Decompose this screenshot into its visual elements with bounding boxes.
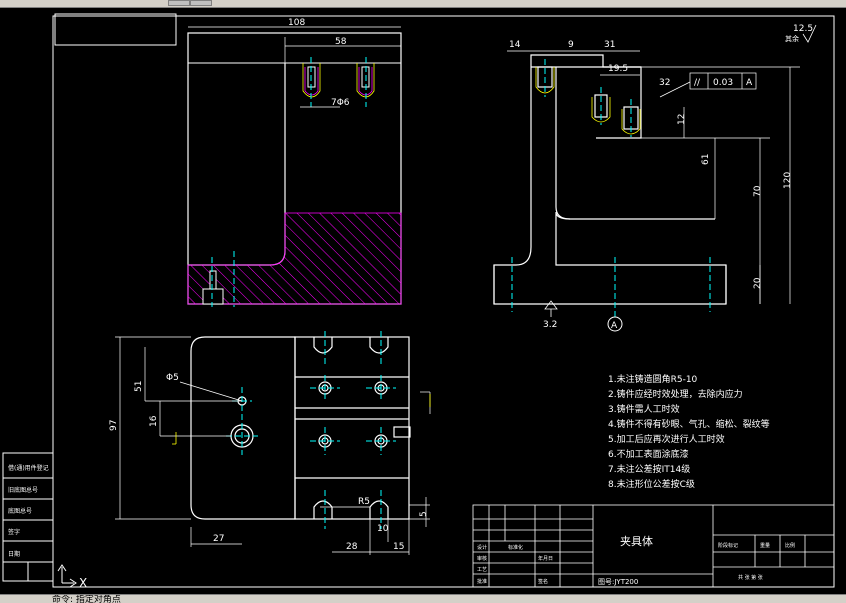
title-row-label: 工艺 bbox=[477, 567, 487, 573]
note-line: 6.不加工表面涂底漆 bbox=[608, 448, 689, 460]
title-small-cell: 签名 bbox=[538, 578, 548, 585]
side-stamp-row: 底图总号 bbox=[8, 507, 32, 515]
title-row-label: 审核 bbox=[477, 555, 487, 562]
note-line: 1.未注铸造圆角R5-10 bbox=[608, 373, 698, 385]
side-stamp bbox=[2, 452, 54, 582]
toolbar-button[interactable] bbox=[168, 0, 190, 6]
title-block bbox=[472, 504, 835, 588]
drawing-number: 图号:JYT200 bbox=[598, 578, 638, 586]
side-stamp-row: 签字 bbox=[8, 528, 20, 536]
side-stamp-row: 借(通)用件登记 bbox=[8, 464, 49, 472]
top-view-centerlines bbox=[226, 331, 396, 529]
dim-27: 27 bbox=[213, 534, 224, 544]
part-name: 夹具体 bbox=[620, 534, 653, 548]
side-view-dims bbox=[507, 50, 800, 304]
datum-a-symbol bbox=[607, 316, 623, 332]
tolerance-symbol: // bbox=[694, 78, 701, 88]
status-bar: 命令: 指定对角点 bbox=[0, 594, 846, 603]
dim-12-5: 12.5 bbox=[793, 24, 813, 34]
dim-28: 28 bbox=[346, 542, 358, 552]
dim-61: 61 bbox=[701, 154, 711, 165]
note-line: 7.未注公差按IT14级 bbox=[608, 463, 690, 475]
note-line: 3.铸件需人工时效 bbox=[608, 403, 680, 415]
dim-19-5: 19.5 bbox=[608, 64, 628, 74]
tolerance-datum: A bbox=[746, 78, 753, 88]
dim-31: 31 bbox=[604, 40, 615, 50]
side-view bbox=[493, 54, 727, 305]
dim-16: 16 bbox=[149, 415, 159, 427]
side-stamp-row: 旧底图总号 bbox=[8, 486, 38, 494]
side-stamp-row: 日期 bbox=[8, 550, 20, 558]
command-line: 命令: 指定对角点 bbox=[52, 595, 121, 603]
note-line: 5.加工后应再次进行人工时效 bbox=[608, 433, 725, 445]
weight-label: 重量 bbox=[760, 542, 770, 549]
dim-14: 14 bbox=[509, 40, 521, 50]
ucs-icon: X bbox=[57, 564, 87, 590]
technical-notes: 1.未注铸造圆角R5-10 2.铸件应经时效处理，去除内应力 3.铸件需人工时效… bbox=[608, 373, 770, 490]
cad-drawing-canvas[interactable]: 借(通)用件登记 旧底图总号 底图总号 签字 日期 X bbox=[0, 7, 846, 594]
tolerance-value: 0.03 bbox=[713, 78, 733, 88]
dim-32-roughness: 32 bbox=[659, 78, 670, 88]
title-small-cell: 年月日 bbox=[538, 555, 553, 562]
note-line: 4.铸件不得有砂眼、气孔、缩松、裂纹等 bbox=[608, 418, 770, 430]
title-small-cell: 标准化 bbox=[508, 544, 523, 551]
dim-phi5: Φ5 bbox=[166, 373, 179, 383]
scale-label: 比例 bbox=[785, 542, 795, 549]
dim-5: 5 bbox=[419, 511, 429, 517]
dim-108: 108 bbox=[288, 18, 305, 28]
datum-a-label: A bbox=[611, 321, 618, 331]
side-view-holes bbox=[535, 67, 641, 135]
side-view-centerlines bbox=[511, 59, 711, 319]
sheet-label: 共 张 第 张 bbox=[738, 574, 763, 581]
roughness-symbol-general bbox=[802, 24, 817, 43]
svg-text:X: X bbox=[79, 576, 87, 590]
dim-7phi6: 7Φ6 bbox=[331, 98, 350, 108]
title-box-top-left bbox=[54, 13, 177, 46]
top-view-dims bbox=[115, 336, 431, 555]
top-view-markers bbox=[172, 394, 431, 445]
title-row-label: 批准 bbox=[477, 578, 487, 585]
dim-15: 15 bbox=[393, 542, 404, 552]
note-line: 8.未注形位公差按C级 bbox=[608, 478, 695, 490]
dim-3-2: 3.2 bbox=[543, 320, 557, 330]
top-view bbox=[190, 336, 411, 520]
window-top-bar bbox=[0, 0, 846, 8]
front-view bbox=[187, 26, 402, 307]
dim-70: 70 bbox=[753, 185, 763, 197]
note-line: 2.铸件应经时效处理，去除内应力 bbox=[608, 388, 743, 400]
dim-10: 10 bbox=[377, 524, 389, 534]
dim-58: 58 bbox=[335, 37, 347, 47]
dim-12: 12 bbox=[677, 114, 687, 125]
roughness-symbol-bottom bbox=[544, 300, 558, 317]
title-row-label: 设计 bbox=[477, 544, 487, 551]
toolbar-button[interactable] bbox=[190, 0, 212, 6]
dim-97: 97 bbox=[109, 420, 119, 431]
stage-label: 阶段标记 bbox=[718, 542, 738, 549]
dim-9: 9 bbox=[568, 40, 574, 50]
drawing-border bbox=[52, 15, 835, 588]
dim-120: 120 bbox=[783, 172, 793, 189]
dim-20: 20 bbox=[753, 277, 763, 289]
dim-51: 51 bbox=[134, 381, 144, 392]
dim-r5: R5 bbox=[358, 497, 370, 507]
roughness-note: 其余 bbox=[785, 34, 799, 43]
